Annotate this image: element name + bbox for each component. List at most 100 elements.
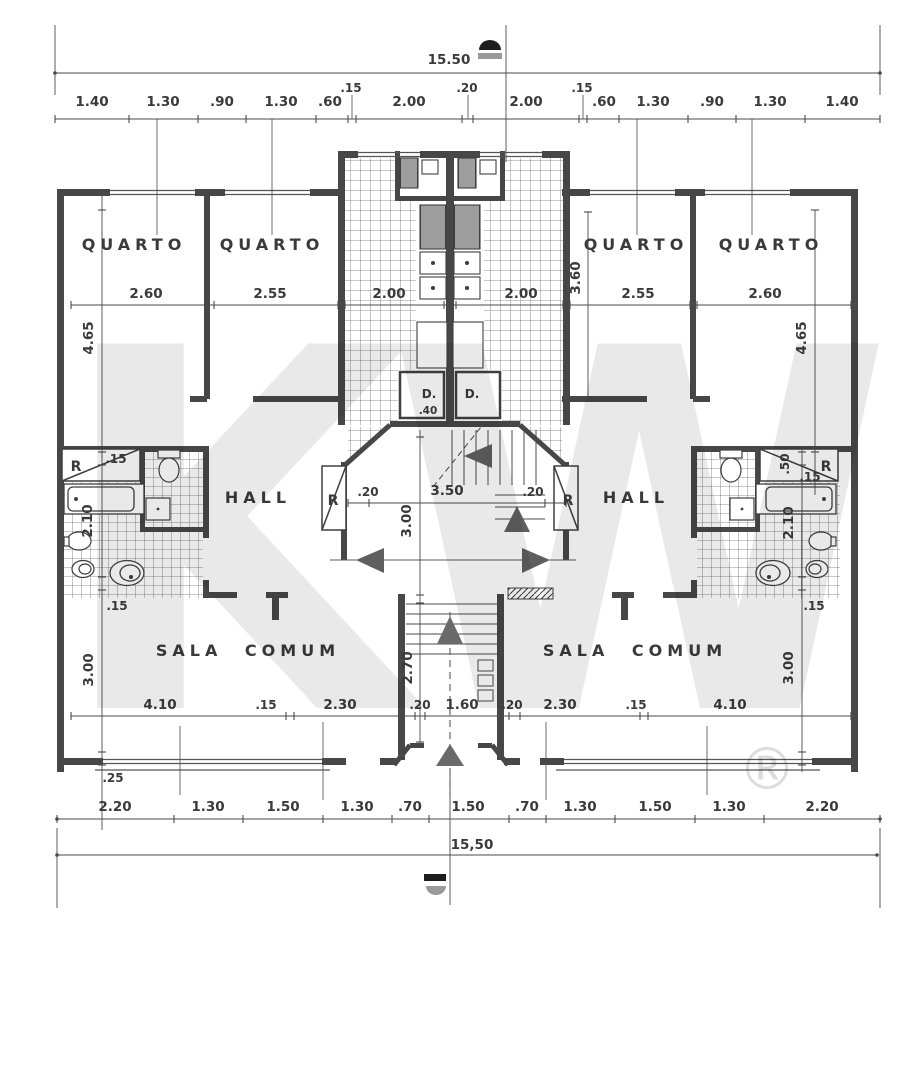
bathroom-right-tile2 bbox=[697, 530, 757, 598]
dim-label: .90 bbox=[700, 94, 724, 110]
windows bbox=[95, 151, 820, 771]
dim-label: 2.70 bbox=[400, 651, 416, 684]
dim-label: .90 bbox=[210, 94, 234, 110]
dim-label: .60 bbox=[318, 94, 342, 110]
dim-label: 2.00 bbox=[392, 94, 425, 110]
dim-label: .40 bbox=[419, 405, 438, 417]
dim-label: .20 bbox=[522, 485, 543, 499]
overall-dim-top: 15.50 bbox=[428, 52, 471, 68]
dim-label: 1.30 bbox=[636, 94, 669, 110]
kitchen-appliances-right bbox=[452, 157, 497, 369]
kitchen-party-wall bbox=[446, 151, 454, 421]
dim-label: 2.00 bbox=[509, 94, 542, 110]
dim-label: 1.30 bbox=[340, 799, 373, 815]
bidet-left bbox=[71, 559, 95, 579]
dim-label: 1.30 bbox=[563, 799, 596, 815]
room-label-quarto-4: QUARTO bbox=[719, 235, 824, 254]
room-label-hall-left: HALL bbox=[225, 488, 291, 507]
overall-dim-bottom: 15,50 bbox=[451, 837, 494, 853]
bathtub-right bbox=[755, 483, 837, 515]
sink-left bbox=[63, 531, 92, 551]
dim-label: .70 bbox=[515, 799, 539, 815]
dim-label: 1.30 bbox=[712, 799, 745, 815]
stair-arrow-lower bbox=[437, 616, 463, 644]
bathtub-left bbox=[63, 483, 145, 515]
window-sala-right bbox=[556, 758, 820, 771]
flow-arrow-left bbox=[356, 548, 384, 573]
dim-label: 2.30 bbox=[543, 697, 576, 713]
dim-label: .20 bbox=[409, 698, 430, 712]
room-label-quarto-2: QUARTO bbox=[220, 235, 325, 254]
wc-left bbox=[109, 559, 145, 587]
window-quarto-1 bbox=[110, 189, 195, 196]
dim-label: .25 bbox=[102, 771, 123, 785]
dim-label: 3.00 bbox=[81, 653, 97, 686]
dim-label: 2.60 bbox=[129, 286, 162, 302]
dim-label: 1.40 bbox=[75, 94, 108, 110]
porch-splay-left bbox=[392, 743, 412, 767]
flow-arrow-right bbox=[522, 548, 550, 573]
hall-chamfer-right bbox=[518, 423, 567, 467]
bidet-right bbox=[805, 559, 829, 579]
dim-label: 2.30 bbox=[323, 697, 356, 713]
dim-label: .20 bbox=[357, 485, 378, 499]
window-kitchen-right bbox=[480, 151, 542, 158]
duct-label-right: D. bbox=[465, 387, 480, 401]
entry-flow-arrows bbox=[330, 548, 576, 573]
dim-label: 4.65 bbox=[794, 321, 810, 354]
section-marker-bottom bbox=[424, 874, 446, 895]
angled-walls bbox=[343, 423, 567, 767]
hall-chamfer-left bbox=[343, 423, 392, 467]
dim-label: 3.00 bbox=[399, 504, 415, 537]
dim-label: 1.40 bbox=[825, 94, 858, 110]
dim-label: .15 bbox=[799, 470, 820, 484]
bathroom-left-tile2 bbox=[143, 530, 203, 598]
dim-label: 2.10 bbox=[80, 504, 96, 537]
window-sala-left bbox=[95, 758, 330, 771]
wardrobe-hall-left bbox=[321, 465, 347, 531]
dim-label: .20 bbox=[501, 698, 522, 712]
dim-label: 2.10 bbox=[781, 506, 797, 539]
duct-closet-right bbox=[454, 370, 502, 420]
dim-label: .50 bbox=[778, 453, 792, 474]
wardrobe-label-hall-left: R bbox=[328, 493, 339, 509]
dim-label: 2.20 bbox=[805, 799, 838, 815]
wardrobe-label-corner-right: R bbox=[821, 459, 832, 475]
room-label-sala-left: SALA COMUM bbox=[156, 641, 340, 660]
kitchen-appliances-left bbox=[399, 157, 448, 369]
room-label-quarto-1: QUARTO bbox=[82, 235, 187, 254]
dim-label: 1.60 bbox=[445, 697, 478, 713]
window-quarto-4 bbox=[705, 189, 790, 196]
dim-label: 2.60 bbox=[748, 286, 781, 302]
window-kitchen-left bbox=[358, 151, 420, 158]
dimension-ticks bbox=[53, 71, 882, 857]
kitchen-wall-left bbox=[338, 151, 345, 425]
window-quarto-3 bbox=[590, 189, 675, 196]
room-label-hall-right: HALL bbox=[603, 488, 669, 507]
wall-right bbox=[851, 189, 858, 772]
dim-label: 1.30 bbox=[264, 94, 297, 110]
threshold-hatch bbox=[507, 587, 554, 600]
wardrobe-label-corner-left: R bbox=[71, 459, 82, 475]
room-label-quarto-3: QUARTO bbox=[584, 235, 689, 254]
dim-label: 4.65 bbox=[81, 321, 97, 354]
dim-label: .70 bbox=[398, 799, 422, 815]
stairs-upper bbox=[432, 426, 545, 532]
dim-label: 2.00 bbox=[372, 286, 405, 302]
sink-right bbox=[808, 531, 837, 551]
window-leaders-top bbox=[156, 119, 753, 235]
dim-label: .15 bbox=[571, 81, 592, 95]
dim-label: .15 bbox=[106, 599, 127, 613]
partition-quarto-left bbox=[204, 196, 210, 399]
labels: 15.50 15,50 1.40 1.30 .90 1.30 .60 2.00 … bbox=[71, 52, 859, 853]
wall-left bbox=[57, 189, 64, 772]
dim-label: 2.55 bbox=[621, 286, 654, 302]
duct-closet-left bbox=[398, 370, 446, 420]
wc-right bbox=[755, 559, 791, 587]
dim-label: 1.50 bbox=[451, 799, 484, 815]
dim-label: 3.60 bbox=[568, 261, 584, 294]
dim-label: .60 bbox=[592, 94, 616, 110]
porch-splay-right bbox=[490, 743, 510, 767]
dim-label: .15 bbox=[255, 698, 276, 712]
